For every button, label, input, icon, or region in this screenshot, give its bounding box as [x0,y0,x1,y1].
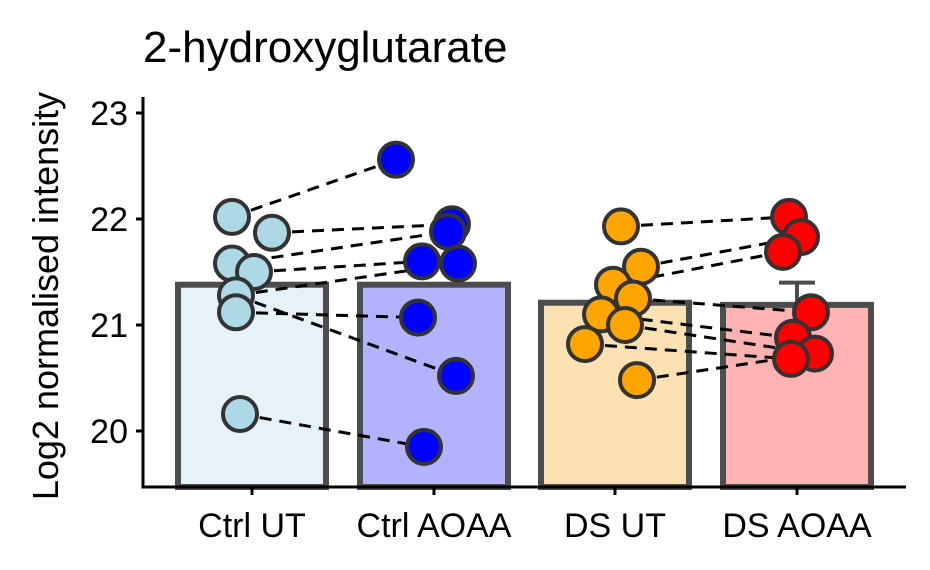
data-point [772,339,810,378]
pair-line [600,312,794,340]
pair-line [640,235,802,269]
x-tick-label: Ctrl AOAA [357,507,512,545]
pair-line [632,297,812,314]
x-tick-label: DS AOAA [722,507,872,545]
data-point [792,293,830,332]
pair-line [620,215,790,228]
data-point [566,325,604,364]
pair-line [231,158,397,219]
x-tick-label: DS UT [564,507,666,545]
data-point [405,427,443,466]
data-point [253,213,291,252]
data-point [429,212,467,251]
data-point [403,242,441,281]
points-layer [213,140,834,466]
y-tick-label: 21 [90,307,128,345]
y-tick-label: 20 [90,413,128,451]
pair-line [271,222,453,235]
data-point [437,356,475,395]
y-tick-label: 23 [90,95,128,133]
data-point [439,244,477,283]
data-point [377,140,415,179]
y-axis-ticks: 20 21 22 23 [90,95,143,451]
y-tick-label: 22 [90,201,128,239]
data-point [217,293,255,332]
data-point [399,298,437,337]
pair-line [235,310,419,320]
x-tick-label: Ctrl UT [198,507,306,545]
data-point [602,207,640,246]
data-point [618,361,656,400]
data-point [764,232,802,271]
x-axis-ticks: Ctrl UT Ctrl AOAA DS UT DS AOAA [198,487,872,545]
y-axis-label: Log2 normalised intensity [25,92,66,500]
chart-title: 2-hydroxyglutarate [143,23,507,72]
data-point [221,395,259,434]
pair-line [239,412,425,449]
pair-line [231,230,449,266]
data-point [606,306,644,344]
pair-line [253,259,423,274]
pair-line [584,342,792,361]
data-point [213,197,251,236]
